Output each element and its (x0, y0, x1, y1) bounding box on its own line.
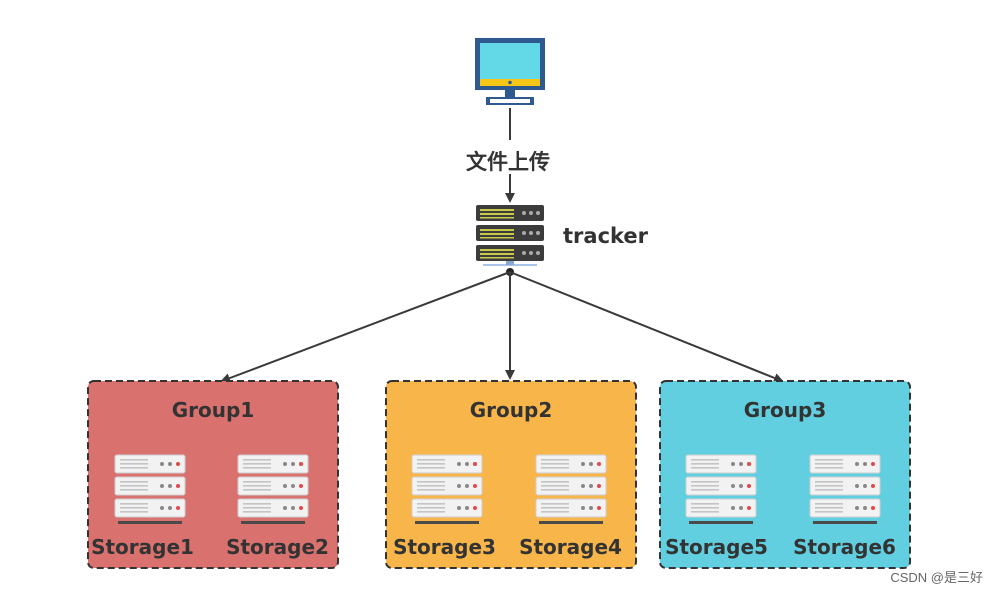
tracker-label: tracker (563, 224, 649, 248)
arrow-to-group3 (509, 271, 784, 383)
storage-label-5: Storage5 (665, 535, 768, 559)
storage-server-icon (114, 454, 186, 524)
storage-label-3: Storage3 (393, 535, 496, 559)
group-title-2: Group2 (469, 398, 553, 422)
storage-label-1: Storage1 (91, 535, 194, 559)
storage-server-icon (685, 454, 757, 524)
group-title-1: Group1 (171, 398, 255, 422)
storage-label-2: Storage2 (226, 535, 329, 559)
storage-server-icon (411, 454, 483, 524)
storage-label-4: Storage4 (519, 535, 622, 559)
storage-server-icon (809, 454, 881, 524)
storage-label-6: Storage6 (793, 535, 896, 559)
group-title-3: Group3 (743, 398, 827, 422)
storage-server-icon (237, 454, 309, 524)
watermark: CSDN @是三好 (890, 570, 983, 585)
arrow-to-group1 (220, 271, 511, 383)
computer-icon (475, 38, 545, 105)
storage-server-icon (535, 454, 607, 524)
tracker-server-icon (476, 205, 544, 266)
upload-label: 文件上传 (466, 150, 550, 174)
